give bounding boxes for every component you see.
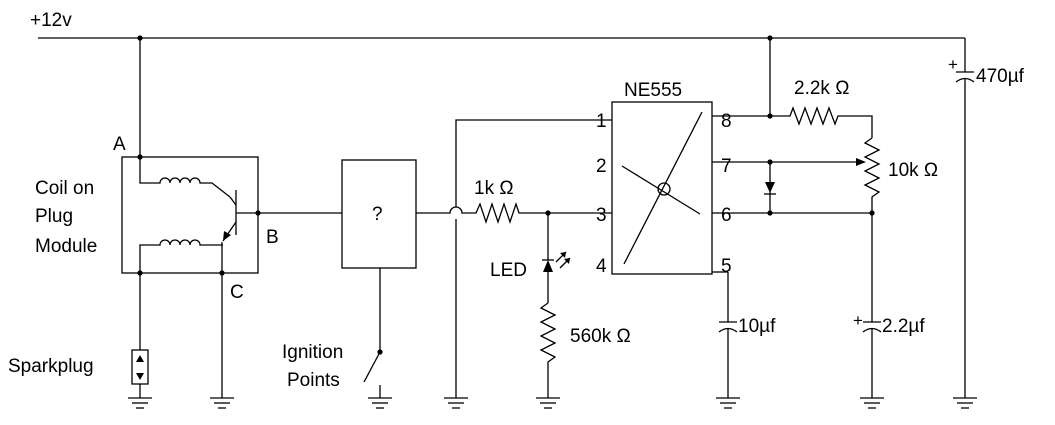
- r-led-label: 560k Ω: [570, 326, 631, 347]
- ground-symbol: [444, 397, 468, 409]
- diode: [764, 162, 776, 213]
- ground-symbol: [860, 397, 884, 409]
- potentiometer-10k: [863, 137, 881, 215]
- supply-label: +12v: [30, 10, 72, 31]
- pin-2: 2: [596, 156, 607, 177]
- polarity-mark: +: [948, 55, 958, 74]
- pin-5: 5: [721, 256, 732, 277]
- ignition-points-label: Ignition Points: [282, 342, 349, 391]
- led-label: LED: [490, 260, 527, 281]
- ground-symbol: [536, 397, 560, 409]
- pin-8: 8: [721, 111, 732, 132]
- module-box: [121, 156, 259, 274]
- pin-4: 4: [596, 256, 607, 277]
- pot-label: 10k Ω: [888, 160, 938, 181]
- ground-symbol: [210, 397, 234, 409]
- transistor-symbol: [222, 190, 258, 242]
- sparkplug-label: Sparkplug: [8, 356, 94, 377]
- c-supply-label: 470µf: [976, 66, 1025, 87]
- wire: [455, 119, 612, 398]
- terminal-c-label: C: [230, 282, 244, 303]
- wire: [416, 201, 612, 225]
- ground-symbol: [368, 397, 392, 409]
- led: LED: [490, 213, 571, 303]
- capacitor-470u: + 470µf: [948, 38, 1025, 398]
- secondary-winding: [139, 239, 223, 273]
- terminal-b-label: B: [266, 227, 279, 248]
- polarity-mark: +: [853, 311, 863, 330]
- ground-symbol: [953, 397, 977, 409]
- r-top-label: 2.2k Ω: [794, 78, 849, 99]
- ic-name: NE555: [624, 80, 682, 101]
- capacitor-2u2: + 2.2µf: [853, 213, 925, 398]
- unknown-block-label: ?: [372, 204, 383, 225]
- resistor-560k: [539, 302, 557, 398]
- primary-winding: [139, 157, 231, 198]
- ne555-ic: NE555 1 2 3 4 5 6 7 8: [596, 80, 732, 277]
- c-pin5-label: 10µf: [738, 316, 776, 337]
- wiper-arrow: [856, 158, 866, 166]
- resistor-2k2: [770, 106, 873, 138]
- ignition-points: Ignition Points: [282, 342, 383, 398]
- pin-6: 6: [721, 205, 732, 226]
- terminal-a-label: A: [113, 134, 126, 155]
- ground-symbol: [716, 397, 740, 409]
- pin-1: 1: [596, 111, 607, 132]
- unknown-block: ?: [341, 159, 417, 350]
- pin-7: 7: [721, 156, 732, 177]
- coil-on-plug-module: Coil on Plug Module A B C: [35, 38, 279, 303]
- r-series-label: 1k Ω: [474, 178, 514, 199]
- module-label: Coil on Plug Module: [35, 178, 99, 257]
- c-timing-label: 2.2µf: [882, 316, 925, 337]
- sparkplug: Sparkplug: [8, 273, 149, 398]
- capacitor-10uf: 10µf: [718, 280, 776, 398]
- junction-dot: [767, 210, 773, 216]
- ground-symbol: [128, 397, 152, 409]
- pin-3: 3: [596, 205, 607, 226]
